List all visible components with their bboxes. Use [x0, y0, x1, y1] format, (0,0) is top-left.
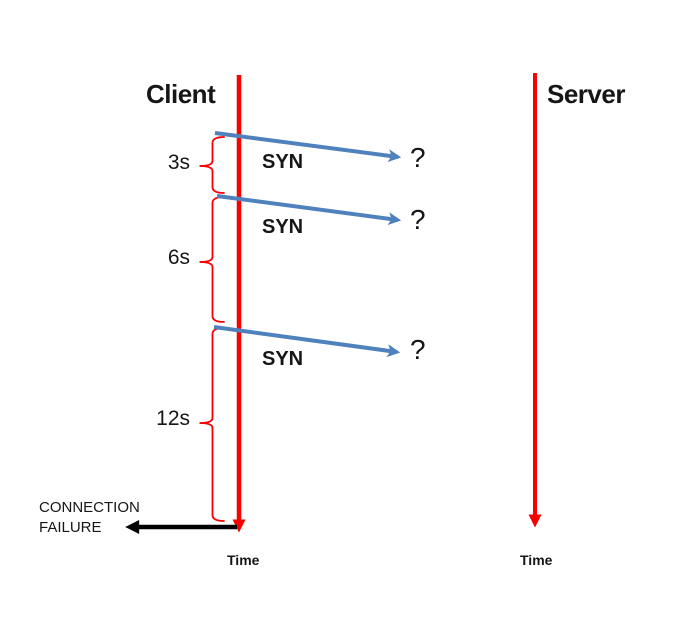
syn-arrow-2 — [216, 194, 402, 226]
syn-label-3: SYN — [262, 348, 304, 370]
syn-arrow-3 — [213, 325, 401, 358]
syn-arrow-1 — [214, 131, 402, 163]
client-time-axis-label: Time — [227, 552, 260, 568]
syn-label-1: SYN — [262, 151, 304, 173]
outcome-question-1: ? — [410, 142, 426, 173]
timeout-label-12s: 12s — [156, 407, 190, 430]
failure-caption-line1: CONNECTION — [39, 499, 140, 516]
failure-caption-line2: FAILURE — [39, 519, 102, 536]
timeout-label-6s: 6s — [167, 246, 190, 269]
server-time-axis-label: Time — [520, 552, 553, 568]
outcome-question-2: ? — [410, 204, 426, 235]
server-title: Server — [547, 79, 625, 109]
timeout-brace-12s — [199, 327, 225, 522]
timeout-brace-6s — [199, 196, 225, 323]
syn-label-2: SYN — [262, 216, 304, 238]
timeout-label-3s: 3s — [167, 151, 190, 174]
client-title: Client — [146, 79, 216, 109]
failure-caption: CONNECTION FAILURE — [39, 498, 140, 538]
timeout-brace-3s — [199, 136, 225, 194]
outcome-question-3: ? — [410, 334, 426, 365]
